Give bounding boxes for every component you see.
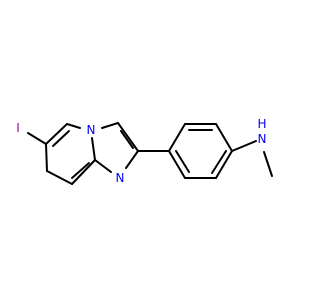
- molecule-structure: I N N N H: [16, 117, 273, 185]
- bond-c8-c7: [46, 170, 73, 185]
- bond-phenyl-4-5-inner: [211, 150, 227, 174]
- bond-n1-c8a: [94, 159, 112, 173]
- iodine-label: I: [16, 121, 20, 135]
- bond-c6-iodine: [27, 132, 47, 145]
- atom-labels: I N N N H: [16, 117, 266, 185]
- bond-c7-c6: [45, 143, 48, 172]
- bond-n4-ch3: [101, 122, 119, 129]
- bond-ch3-c2-inner: [120, 130, 134, 149]
- bond-phenyl-1-2: [168, 123, 186, 152]
- imine-nitrogen-label: N: [116, 171, 125, 185]
- bond-n4-c8a: [91, 137, 96, 161]
- amine-nitrogen-label: N: [258, 132, 267, 146]
- bond-c6-ch5: [45, 123, 68, 145]
- amine-hydrogen-label: H: [257, 117, 266, 131]
- bond-c6-ch5-inner: [52, 130, 70, 147]
- bond-c2-n1: [125, 150, 139, 169]
- bond-c8a-c8-inner: [71, 162, 90, 179]
- bond-phenyl-4-5: [215, 150, 233, 179]
- bond-c8a-c8: [71, 159, 96, 185]
- bond-phenyl-6-1-inner: [175, 150, 190, 173]
- bonds: [27, 122, 273, 185]
- ring-nitrogen-label: N: [87, 123, 96, 137]
- bond-amine-methyl: [263, 151, 273, 177]
- bond-phenyl-amine: [231, 140, 257, 152]
- bond-phenyl-3-4: [215, 123, 233, 152]
- bond-ch3-c2: [117, 122, 139, 152]
- bond-ch5-n4: [66, 123, 81, 129]
- bond-phenyl-6-1: [168, 150, 186, 179]
